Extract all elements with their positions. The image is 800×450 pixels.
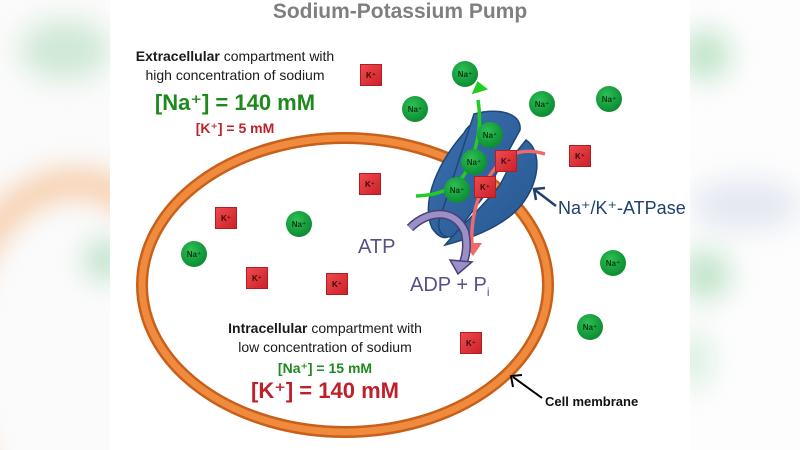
intracellular-sodium-concentration: [Na⁺] = 15 mM [277,360,373,376]
sodium-ion: Na⁺ [452,61,478,87]
sodium-ion: Na⁺ [596,86,622,112]
pump-bound-potassium-ion: K⁺ [474,176,496,198]
pump-bound-sodium-ion: Na⁺ [444,177,470,203]
extracellular-sodium-concentration: [Na⁺] = 140 mM [154,90,316,115]
potassium-ion: K⁺ [359,173,381,195]
cell-membrane [136,132,554,438]
sodium-ion: Na⁺ [577,314,603,340]
membrane-pointer-arrow [509,374,543,399]
potassium-ion: K⁺ [246,267,268,289]
potassium-ion: K⁺ [360,64,382,86]
potassium-ion: K⁺ [460,332,482,354]
right-blurred-margin [690,0,800,450]
intracellular-label-rest: compartment with [307,320,422,336]
left-blurred-margin [0,0,110,450]
extracellular-label-bold: Extracellular [135,48,220,64]
extracellular-description: high concentration of sodium [145,67,325,83]
pump-bound-potassium-ion: K⁺ [495,150,517,172]
sodium-ion: Na⁺ [181,241,207,267]
sodium-ion: Na⁺ [286,211,312,237]
cell-membrane-label: Cell membrane [545,394,639,409]
pump-label: Na⁺/K⁺-ATPase [558,198,686,218]
sodium-ion: Na⁺ [402,96,428,122]
adp-label: ADP + Pi [410,274,490,299]
extracellular-potassium-concentration: [K⁺] = 5 mM [195,120,275,136]
atp-hydrolysis-arrow [406,209,474,276]
pump-pointer-arrow [532,186,557,207]
sodium-ion: Na⁺ [529,91,555,117]
diagram-title: Sodium-Potassium Pump [272,0,528,23]
potassium-ion: K⁺ [326,273,348,295]
intracellular-potassium-concentration: [K⁺] = 140 mM [251,378,399,403]
potassium-ion: K⁺ [215,207,237,229]
potassium-ion: K⁺ [569,145,591,167]
intracellular-label: Intracellular compartment with [200,320,450,336]
intracellular-description: low concentration of sodium [238,339,412,355]
extracellular-label-rest: compartment with [219,48,335,64]
pump-bound-sodium-ion: Na⁺ [477,122,503,148]
diagram-slide: Sodium-Potassium Pump Extracellular comp… [110,0,690,450]
atp-label: ATP [358,236,396,258]
adp-label-subscript: i [486,285,490,299]
sodium-ion: Na⁺ [600,250,626,276]
extracellular-label: Extracellular compartment with [110,48,360,64]
pump-bound-sodium-ion: Na⁺ [461,149,487,175]
adp-label-text: ADP + P [410,274,487,296]
intracellular-label-bold: Intracellular [228,320,308,336]
